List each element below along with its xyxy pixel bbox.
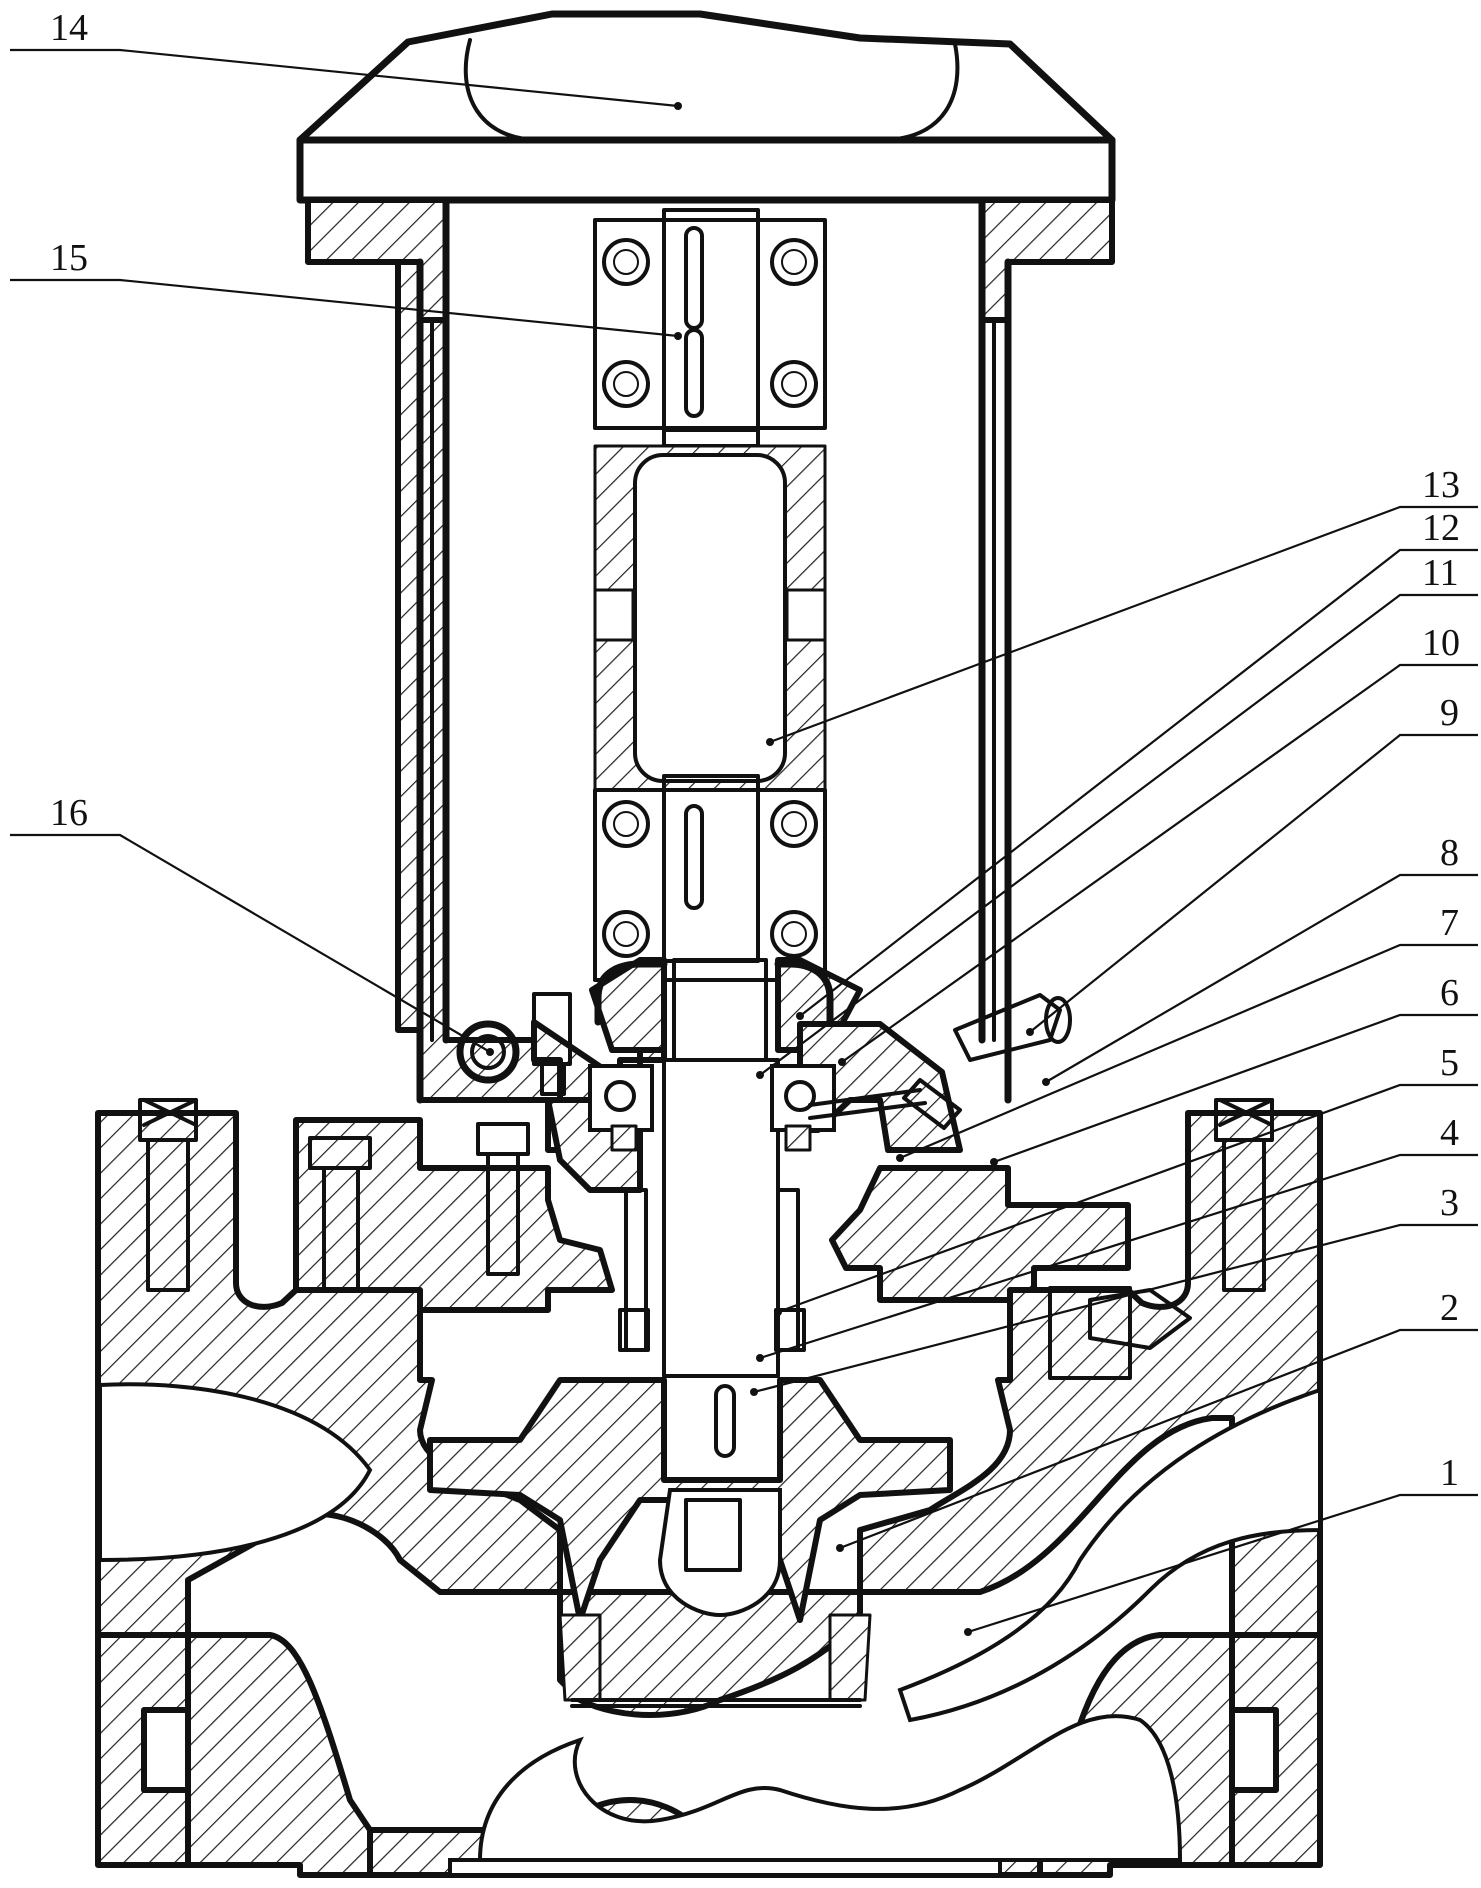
label-5: 5	[1440, 1042, 1459, 1084]
label-9: 9	[1440, 692, 1459, 734]
label-16: 16	[50, 792, 88, 834]
label-13: 13	[1422, 464, 1460, 506]
coupling	[595, 210, 825, 980]
motor-cover	[300, 14, 1112, 200]
label-15: 15	[50, 237, 88, 279]
coupling-bolts-upper	[604, 240, 816, 406]
label-6: 6	[1440, 972, 1459, 1014]
coupling-bolts-lower	[604, 802, 816, 956]
label-4: 4	[1440, 1112, 1459, 1154]
label-2: 2	[1440, 1287, 1459, 1329]
label-7: 7	[1440, 902, 1459, 944]
label-11: 11	[1422, 552, 1459, 594]
label-12: 12	[1422, 507, 1460, 549]
label-10: 10	[1422, 622, 1460, 664]
label-14: 14	[50, 7, 88, 49]
label-8: 8	[1440, 832, 1459, 874]
shaft	[664, 960, 778, 1456]
label-3: 3	[1440, 1182, 1459, 1224]
label-1: 1	[1440, 1452, 1459, 1494]
